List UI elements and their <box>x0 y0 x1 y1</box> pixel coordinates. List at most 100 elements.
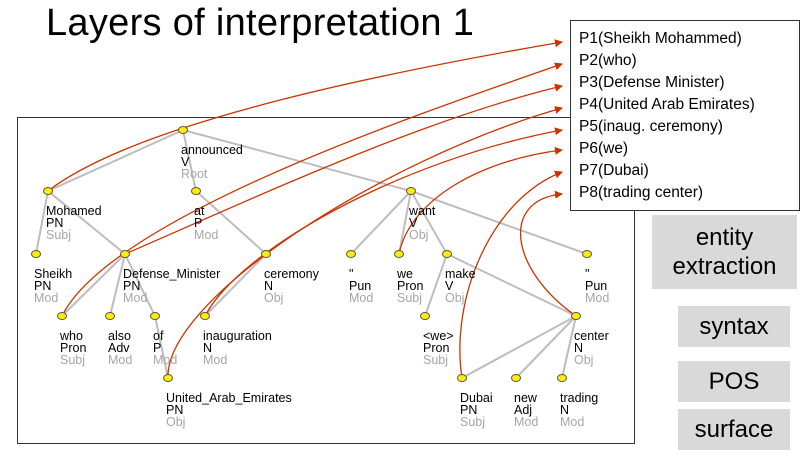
tree-edge-want-q1 <box>350 190 412 255</box>
tree-node-rel: Obj <box>574 353 593 367</box>
tree-node-pos: PN <box>34 279 51 293</box>
tree-edge-make-we2 <box>424 253 448 317</box>
tree-edge-center-new <box>515 315 577 379</box>
tree-edge-defmin-of <box>124 253 156 317</box>
tree-node-rel: Root <box>181 167 208 181</box>
tree-edge-make-center <box>446 253 577 317</box>
tree-node-dot <box>571 312 581 320</box>
tree-node-dot <box>150 312 160 320</box>
entity-arrow-defmin <box>124 83 563 255</box>
tree-node-word: of <box>153 329 164 343</box>
tree-node-rel: Subj <box>460 415 485 429</box>
proposition-p4: P4(United Arab Emirates) <box>579 96 755 113</box>
tree-node-word: Sheikh <box>34 267 72 281</box>
tree-node-rel: Mod <box>34 291 58 305</box>
tree-node-word: trading <box>560 391 598 405</box>
tree-node-rel: Subj <box>46 228 71 242</box>
tree-node-pos: Pron <box>423 341 449 355</box>
tree-node-pos: PN <box>166 403 183 417</box>
tree-node-pos: Adv <box>108 341 130 355</box>
tree-node-word: new <box>514 391 538 405</box>
entity-arrow-dubai <box>459 170 563 379</box>
tree-node-dot <box>511 374 521 382</box>
tree-node-pos: P <box>153 341 161 355</box>
tree-node-rel: Mod <box>123 291 147 305</box>
tree-node-rel: Subj <box>423 353 448 367</box>
tree-node-word: center <box>574 329 609 343</box>
tree-node-word: " <box>585 267 589 281</box>
tree-edge-announced-at <box>182 129 197 192</box>
tree-node-dot <box>346 250 356 258</box>
tree-node-word: United_Arab_Emirates <box>166 391 292 405</box>
tree-node-rel: Mod <box>108 353 132 367</box>
proposition-p6: P6(we) <box>579 140 629 157</box>
tree-node-pos: N <box>264 279 273 293</box>
layer-entity-extraction: entity extraction <box>652 215 797 289</box>
slide-title: Layers of interpretation 1 <box>46 2 475 44</box>
tree-node-pos: N <box>203 341 212 355</box>
tree-edges <box>35 129 588 379</box>
tree-node-pos: N <box>574 341 583 355</box>
tree-node-pos: N <box>560 403 569 417</box>
dependency-tree-panel <box>17 117 635 444</box>
tree-node-dot <box>191 187 201 195</box>
tree-node-rel: Mod <box>514 415 538 429</box>
tree-node-pos: V <box>445 279 454 293</box>
tree-node-pos: PN <box>123 279 140 293</box>
entity-arrows <box>47 39 577 379</box>
tree-node-pos: PN <box>460 403 477 417</box>
tree-edge-announced-mohamed <box>47 129 184 192</box>
tree-edge-of-uae <box>154 315 169 379</box>
entity-arrow-we <box>398 146 563 255</box>
tree-node-pos: V <box>409 216 418 230</box>
tree-node-dot <box>163 374 173 382</box>
layer-pos: POS <box>678 361 790 402</box>
tree-node-pos: PN <box>46 216 63 230</box>
tree-node-dot <box>261 250 271 258</box>
tree-node-dot <box>57 312 67 320</box>
tree-node-rel: Subj <box>60 353 85 367</box>
tree-edge-want-we <box>398 190 412 255</box>
tree-node-word: announced <box>181 143 243 157</box>
tree-edge-defmin-who <box>61 253 126 317</box>
proposition-p8: P8(trading center) <box>579 184 704 201</box>
tree-node-word: Mohamed <box>46 204 102 218</box>
proposition-p2: P2(who) <box>579 52 637 69</box>
tree-edge-defmin-also <box>109 253 126 317</box>
tree-node-rel: Obj <box>264 291 283 305</box>
tree-node-rel: Mod <box>194 228 218 242</box>
tree-node-word: inauguration <box>203 329 272 343</box>
tree-node-word: also <box>108 329 131 343</box>
proposition-p3: P3(Defense Minister) <box>579 74 725 91</box>
tree-node-rel: Mod <box>585 291 609 305</box>
tree-node-rel: Mod <box>203 353 227 367</box>
tree-node-word: we <box>396 267 413 281</box>
tree-node-dot <box>394 250 404 258</box>
tree-node-dot <box>120 250 130 258</box>
entity-arrow-center <box>519 190 577 317</box>
tree-node-rel: Mod <box>349 291 373 305</box>
tree-node-rel: Mod <box>153 353 177 367</box>
tree-node-rel: Obj <box>166 415 185 429</box>
tree-edge-at-ceremony <box>195 190 267 255</box>
tree-nodes: announcedVRootMohamedPNSubjatPModwantVOb… <box>31 126 609 429</box>
tree-edge-mohamed-sheikh <box>35 190 49 255</box>
